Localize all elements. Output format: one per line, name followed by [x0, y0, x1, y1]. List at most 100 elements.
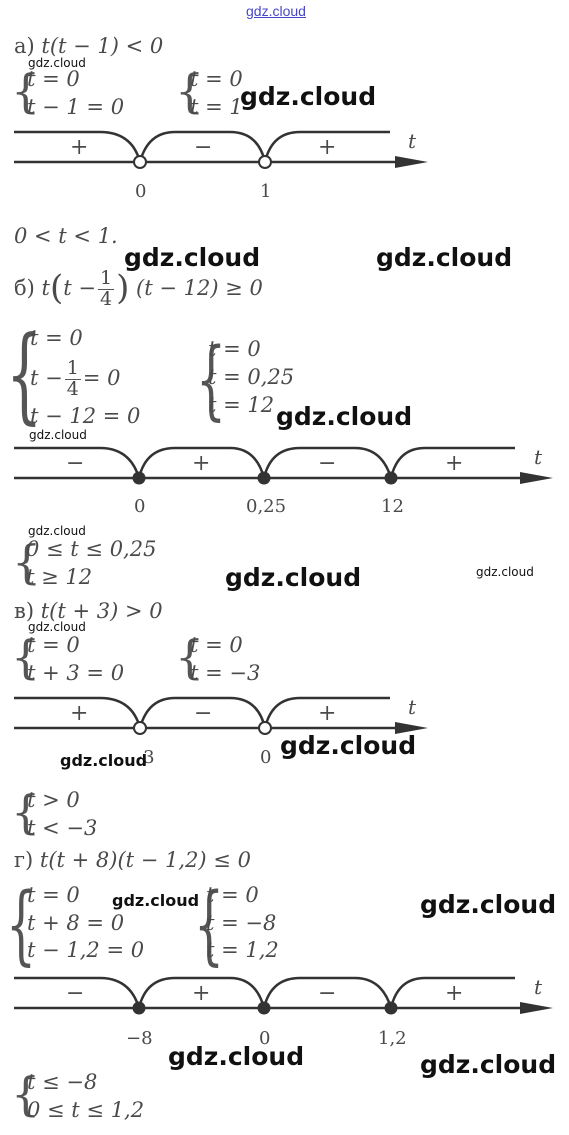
watermark: gdz.cloud [168, 1042, 305, 1071]
point-label-a-2: 1 [260, 181, 271, 202]
watermark: gdz.cloud [60, 751, 148, 770]
sign-b-4: + [445, 451, 463, 476]
number-line-g: − + − + t −8 0 1,2 [14, 975, 553, 1049]
part-g-sys2-line1: t = 0 [206, 883, 259, 907]
point-label-g-3: 1,2 [378, 1028, 407, 1049]
watermark: gdz.cloud [276, 402, 413, 431]
part-a-sys2-line1: t = 0 [190, 67, 243, 91]
watermark: gdz.cloud [28, 524, 86, 538]
sign-b-3: − [318, 451, 336, 476]
brace-icon: { [11, 630, 41, 684]
watermark: gdz.cloud [28, 620, 86, 634]
watermark: gdz.cloud [225, 563, 362, 592]
part-v-sys1-line1: t = 0 [27, 633, 80, 657]
watermark: gdz.cloud [28, 56, 86, 70]
axis-var-v: t [408, 695, 417, 719]
point-label-g-1: −8 [126, 1028, 153, 1049]
part-b-sys1-line3: t − 12 = 0 [30, 404, 141, 428]
watermark: gdz.cloud [376, 243, 513, 272]
part-b-expr-prefix: t [41, 276, 50, 300]
part-v-inequality: в) t(t + 3) > 0 [14, 599, 163, 623]
brace-icon: { [12, 535, 42, 589]
part-b-sys2-line3: t = 12 [208, 393, 275, 417]
sign-g-2: + [192, 981, 210, 1006]
part-g-sys2-line2: t = −8 [206, 911, 277, 935]
part-g-answer-line2: 0 ≤ t ≤ 1,2 [27, 1098, 145, 1122]
part-g-answer-line1: t ≤ −8 [27, 1070, 98, 1094]
part-v-answer-line2: t < −3 [27, 816, 98, 840]
part-b-sys1-line2-right: = 0 [82, 365, 121, 390]
point-label-v-2: 0 [260, 747, 271, 768]
part-v-expr: t(t + 3) > 0 [40, 599, 163, 623]
part-b-label: б) [14, 276, 35, 300]
part-a-sys1-line1: t = 0 [27, 67, 80, 91]
brace-icon: { [175, 630, 205, 684]
watermark-top: gdz.cloud [246, 3, 306, 19]
part-b-sys1-line1: t = 0 [30, 326, 83, 350]
brace-icon: { [11, 1067, 41, 1121]
part-b-expr-suffix: (t − 12) ≥ 0 [136, 276, 263, 300]
paren-icon: ( [49, 268, 64, 308]
part-b-answer-line1: 0 ≤ t ≤ 0,25 [26, 537, 157, 561]
watermark-backdrop [60, 750, 140, 772]
watermark: gdz.cloud [280, 731, 417, 760]
part-a-label: а) [14, 34, 35, 58]
part-a-answer: 0 < t < 1. [14, 224, 118, 248]
brace-icon: { [194, 875, 225, 975]
part-g-inequality: г) t(t + 8)(t − 1,2) ≤ 0 [14, 848, 251, 872]
point-label-b-3: 12 [381, 496, 404, 517]
sign-a-2: − [194, 135, 212, 160]
watermark: gdz.cloud [476, 565, 534, 579]
sign-v-3: + [318, 701, 336, 726]
part-a-expr: t(t − 1) < 0 [41, 34, 164, 58]
fraction-den: 4 [66, 377, 79, 400]
brace-icon: { [11, 785, 41, 839]
axis-var-a: t [408, 129, 417, 153]
part-g-sys2-line3: t = 1,2 [206, 938, 279, 962]
watermark: gdz.cloud [112, 891, 200, 910]
axis-var-g: t [534, 975, 543, 999]
part-v-sys1-line2: t + 3 = 0 [27, 661, 125, 685]
sign-a-3: + [318, 135, 336, 160]
sign-v-1: + [70, 701, 88, 726]
part-b-answer-line2: t ≥ 12 [26, 565, 93, 589]
part-v-answer-line1: t > 0 [27, 788, 80, 812]
part-a-sys2-line2: t = 1 [190, 95, 243, 119]
sign-g-3: − [318, 981, 336, 1006]
part-v-sys2-line1: t = 0 [190, 633, 243, 657]
brace-icon: { [175, 64, 205, 118]
part-b-sys2-line1: t = 0 [208, 337, 261, 361]
brace-icon: { [11, 64, 41, 118]
sign-v-2: − [194, 701, 212, 726]
part-g-expr: t(t + 8)(t − 1,2) ≤ 0 [39, 848, 251, 872]
fraction-num: 1 [97, 267, 115, 290]
part-b-sys2-line2: t = 0,25 [208, 365, 295, 389]
point-label-b-2: 0,25 [246, 496, 286, 517]
number-line-b: − + − + t 0 0,25 12 [14, 445, 553, 517]
point-label-g-2: 0 [259, 1028, 270, 1049]
part-g-label: г) [14, 848, 34, 872]
sign-b-1: − [66, 451, 84, 476]
brace-icon: { [6, 875, 37, 975]
part-a-inequality: а) t(t − 1) < 0 [14, 34, 163, 58]
number-line-v: + − + t −3 0 [14, 695, 428, 768]
part-v-label: в) [14, 599, 35, 623]
part-v-sys2-line2: t = −3 [190, 661, 261, 685]
axis-var-b: t [534, 445, 543, 469]
part-b-expr-inner: t − [63, 276, 96, 300]
point-label-a-1: 0 [135, 181, 146, 202]
part-g-sys1-line1: t = 0 [27, 883, 80, 907]
part-a-sys1-line2: t − 1 = 0 [27, 95, 125, 119]
number-line-a: + − + t 0 1 [14, 129, 428, 202]
sign-b-2: + [192, 451, 210, 476]
point-label-b-1: 0 [134, 496, 145, 517]
fraction-num: 1 [64, 357, 81, 380]
part-b-sys1-line2-left: t − [30, 365, 63, 390]
watermark: gdz.cloud [124, 243, 261, 272]
brace-icon: { [6, 313, 43, 435]
watermark: gdz.cloud [420, 1050, 557, 1079]
paren-icon: ) [116, 268, 130, 308]
